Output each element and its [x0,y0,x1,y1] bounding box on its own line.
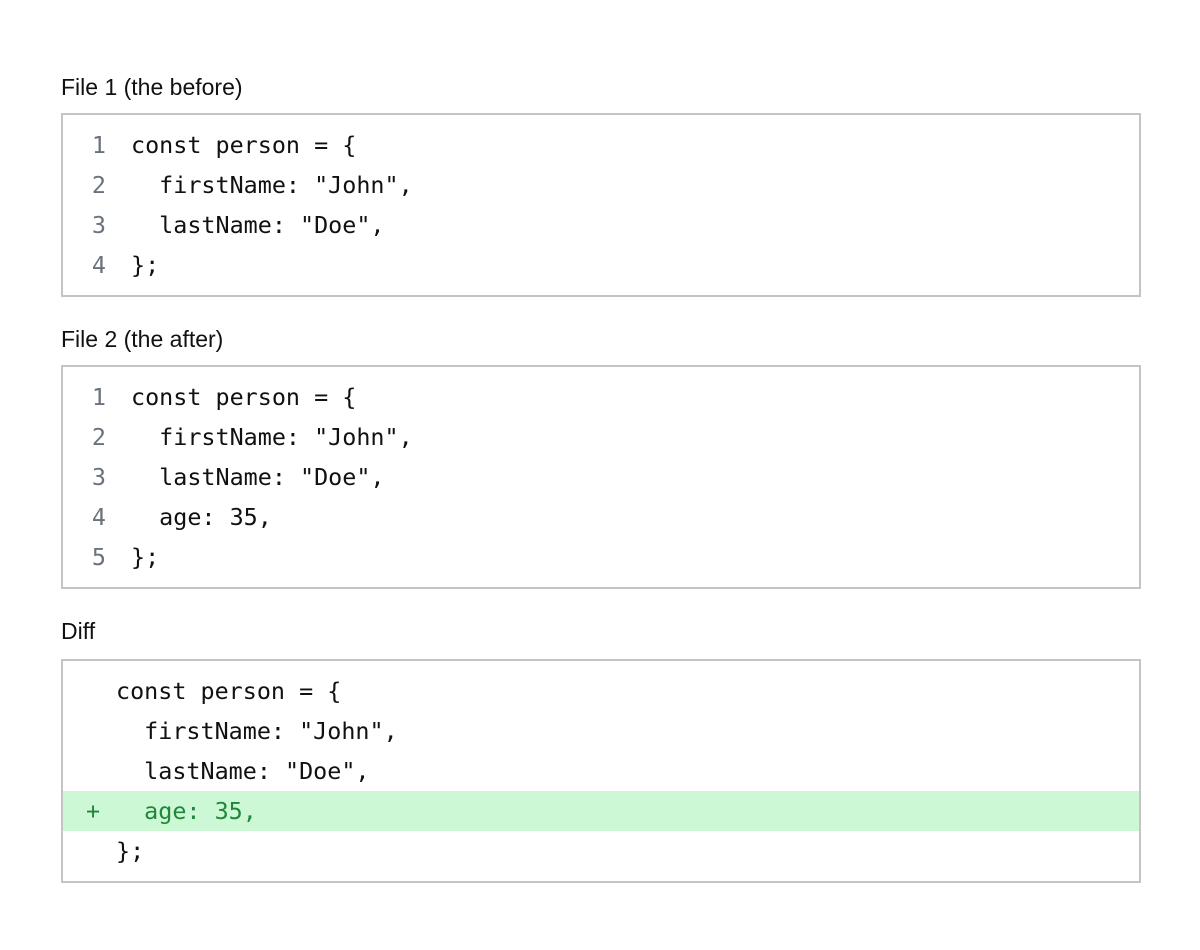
diff-line: firstName: "John", [63,711,1139,751]
code-text: lastName: "Doe", [131,211,385,239]
diff-title: Diff [61,618,96,644]
diff-sign: + [86,797,101,825]
code-text: const person = { [116,677,342,705]
file2-title: File 2 (the after) [61,326,224,352]
code-text: }; [131,543,160,571]
code-text: age: 35, [131,503,272,531]
code-line: 4 age: 35, [63,497,1139,537]
line-number: 4 [91,503,106,531]
code-line: 3 lastName: "Doe", [63,457,1139,497]
line-number: 2 [91,171,106,199]
diff-line: }; [63,831,1139,871]
code-text: const person = { [131,131,357,159]
diff-line: const person = { [63,671,1139,711]
code-text: firstName: "John", [131,171,413,199]
file1-title: File 1 (the before) [61,74,243,100]
code-line: 1 const person = { [63,125,1139,165]
code-line: 3 lastName: "Doe", [63,205,1139,245]
diff-code-block: const person = { firstName: "John", last… [61,659,1141,883]
code-text: lastName: "Doe", [116,757,370,785]
code-text: firstName: "John", [131,423,413,451]
code-line: 4}; [63,245,1139,285]
diff-line-added: + age: 35, [63,791,1139,831]
code-text: age: 35, [116,797,257,825]
line-number: 3 [91,211,106,239]
diff-line: lastName: "Doe", [63,751,1139,791]
code-line: 2 firstName: "John", [63,165,1139,205]
code-text: const person = { [131,383,357,411]
line-number: 2 [91,423,106,451]
code-line: 1 const person = { [63,377,1139,417]
line-number: 1 [91,131,106,159]
code-line: 5}; [63,537,1139,577]
line-number: 3 [91,463,106,491]
code-text: lastName: "Doe", [131,463,385,491]
line-number: 1 [91,383,106,411]
line-number: 5 [91,543,106,571]
code-text: firstName: "John", [116,717,398,745]
code-text: }; [116,837,145,865]
code-line: 2 firstName: "John", [63,417,1139,457]
line-number: 4 [91,251,106,279]
code-text: }; [131,251,160,279]
